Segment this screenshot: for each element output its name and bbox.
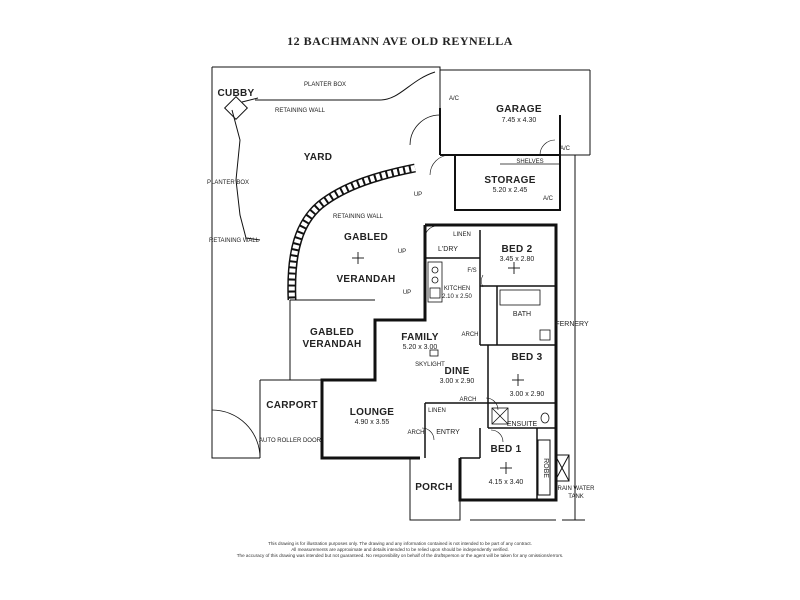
planter-box-left-label: PLANTER BOX (207, 180, 249, 186)
retaining-wall-top-label: RETAINING WALL (275, 108, 326, 114)
up-label-3: UP (403, 290, 411, 296)
robe-label: ROBE (542, 458, 549, 478)
kitchen-label: KITCHEN (444, 286, 470, 292)
room-labels: GARAGE 7.45 x 4.30 STORAGE 5.20 x 2.45 Y… (217, 88, 589, 493)
retaining-wall-mid-label: RETAINING WALL (333, 214, 384, 220)
ceiling-fan-bed2 (508, 262, 520, 274)
planter-box-top-label: PLANTER BOX (304, 82, 346, 88)
arch-label-3: ARCH (407, 430, 424, 436)
lounge-label: LOUNGE (350, 407, 395, 418)
linen-label-1: LINEN (453, 232, 471, 238)
up-label-1: UP (414, 192, 422, 198)
arch-label-2: ARCH (459, 397, 476, 403)
porch-label: PORCH (415, 482, 453, 493)
cubby (223, 95, 259, 121)
carport-outline (211, 299, 375, 459)
family-dims: 5.20 x 3.00 (403, 344, 438, 351)
ceiling-fans (352, 252, 524, 474)
carport-label: CARPORT (266, 400, 318, 411)
family-label: FAMILY (401, 332, 439, 343)
up-label-2: UP (398, 249, 406, 255)
dine-dims: 3.00 x 2.90 (440, 378, 475, 385)
disclaimer: This drawing is for illustration purpose… (237, 541, 564, 558)
ceiling-fan-verandah (352, 252, 364, 264)
annotations: PLANTER BOX PLANTER BOX RETAINING WALL R… (207, 82, 595, 500)
bed2-dims: 3.45 x 2.80 (500, 256, 535, 263)
ceiling-fan-bed1 (500, 462, 512, 474)
interior-walls (424, 230, 556, 500)
verandah-label-top: VERANDAH (336, 274, 395, 285)
disclaimer-line-3: The accuracy of this drawing was intende… (237, 553, 564, 558)
retaining-wall-left (231, 109, 261, 241)
yard-label: YARD (304, 152, 333, 163)
kitchen-cabinets (427, 261, 443, 303)
retaining-wall-left-label: RETAINING WALL (209, 238, 260, 244)
garage-dims: 7.45 x 4.30 (502, 117, 537, 124)
ceiling-fan-bed3 (512, 374, 524, 386)
verandah-label-mid: VERANDAH (302, 339, 361, 350)
ac-storage-bottom-label: A/C (543, 196, 554, 202)
robe (537, 439, 551, 496)
ac-garage-label: A/C (449, 96, 460, 102)
shelves-label: SHELVES (516, 159, 543, 165)
gabled-label-top: GABLED (344, 232, 388, 243)
ac-storage-top-label: A/C (560, 146, 571, 152)
linen-label-2: LINEN (428, 408, 446, 414)
house-walls (320, 223, 558, 502)
door-swings (421, 139, 556, 443)
skylight-icon (429, 349, 439, 357)
storage-label: STORAGE (484, 175, 535, 186)
stone-retaining-wall (287, 163, 416, 301)
fs-label: F/S (467, 268, 476, 274)
ensuite-label: ENSUITE (507, 421, 538, 428)
porch-outline (409, 458, 556, 521)
planter-box-top (255, 71, 436, 101)
garage-label: GARAGE (496, 104, 542, 115)
kitchen-dims: 2.10 x 2.50 (442, 294, 472, 300)
rain-water-tank (554, 454, 570, 482)
bath-fixtures (491, 289, 551, 425)
skylight-label: SKYLIGHT (415, 362, 445, 368)
bed2-label: BED 2 (502, 244, 533, 255)
storage-walls (454, 154, 561, 211)
dine-label: DINE (444, 366, 469, 377)
lounge-dims: 4.90 x 3.55 (355, 419, 390, 426)
plan-title: 12 BACHMANN AVE OLD REYNELLA (287, 34, 513, 48)
disclaimer-line-2: All measurements are approximate and det… (291, 547, 509, 552)
bed1-dims: 4.15 x 3.40 (489, 479, 524, 486)
bath-label: BATH (513, 311, 531, 318)
garage-walls (409, 108, 561, 156)
entry-label: ENTRY (436, 429, 460, 436)
property-boundary (211, 66, 591, 521)
bed3-label: BED 3 (512, 352, 543, 363)
bed3-dims: 3.00 x 2.90 (510, 391, 545, 398)
auto-roller-door-label: AUTO ROLLER DOOR (259, 438, 322, 444)
laundry-label: L'DRY (438, 246, 458, 253)
storage-dims: 5.20 x 2.45 (493, 187, 528, 194)
fernery-label: FERNERY (555, 321, 589, 328)
disclaimer-line-1: This drawing is for illustration purpose… (268, 541, 532, 546)
cubby-label: CUBBY (217, 88, 254, 99)
rain-water-tank-label-1: RAIN WATER (558, 486, 596, 492)
rain-water-tank-label-2: TANK (568, 494, 584, 500)
arch-label-1: ARCH (461, 332, 478, 338)
bed1-label: BED 1 (491, 444, 522, 455)
gabled-label-mid: GABLED (310, 327, 354, 338)
